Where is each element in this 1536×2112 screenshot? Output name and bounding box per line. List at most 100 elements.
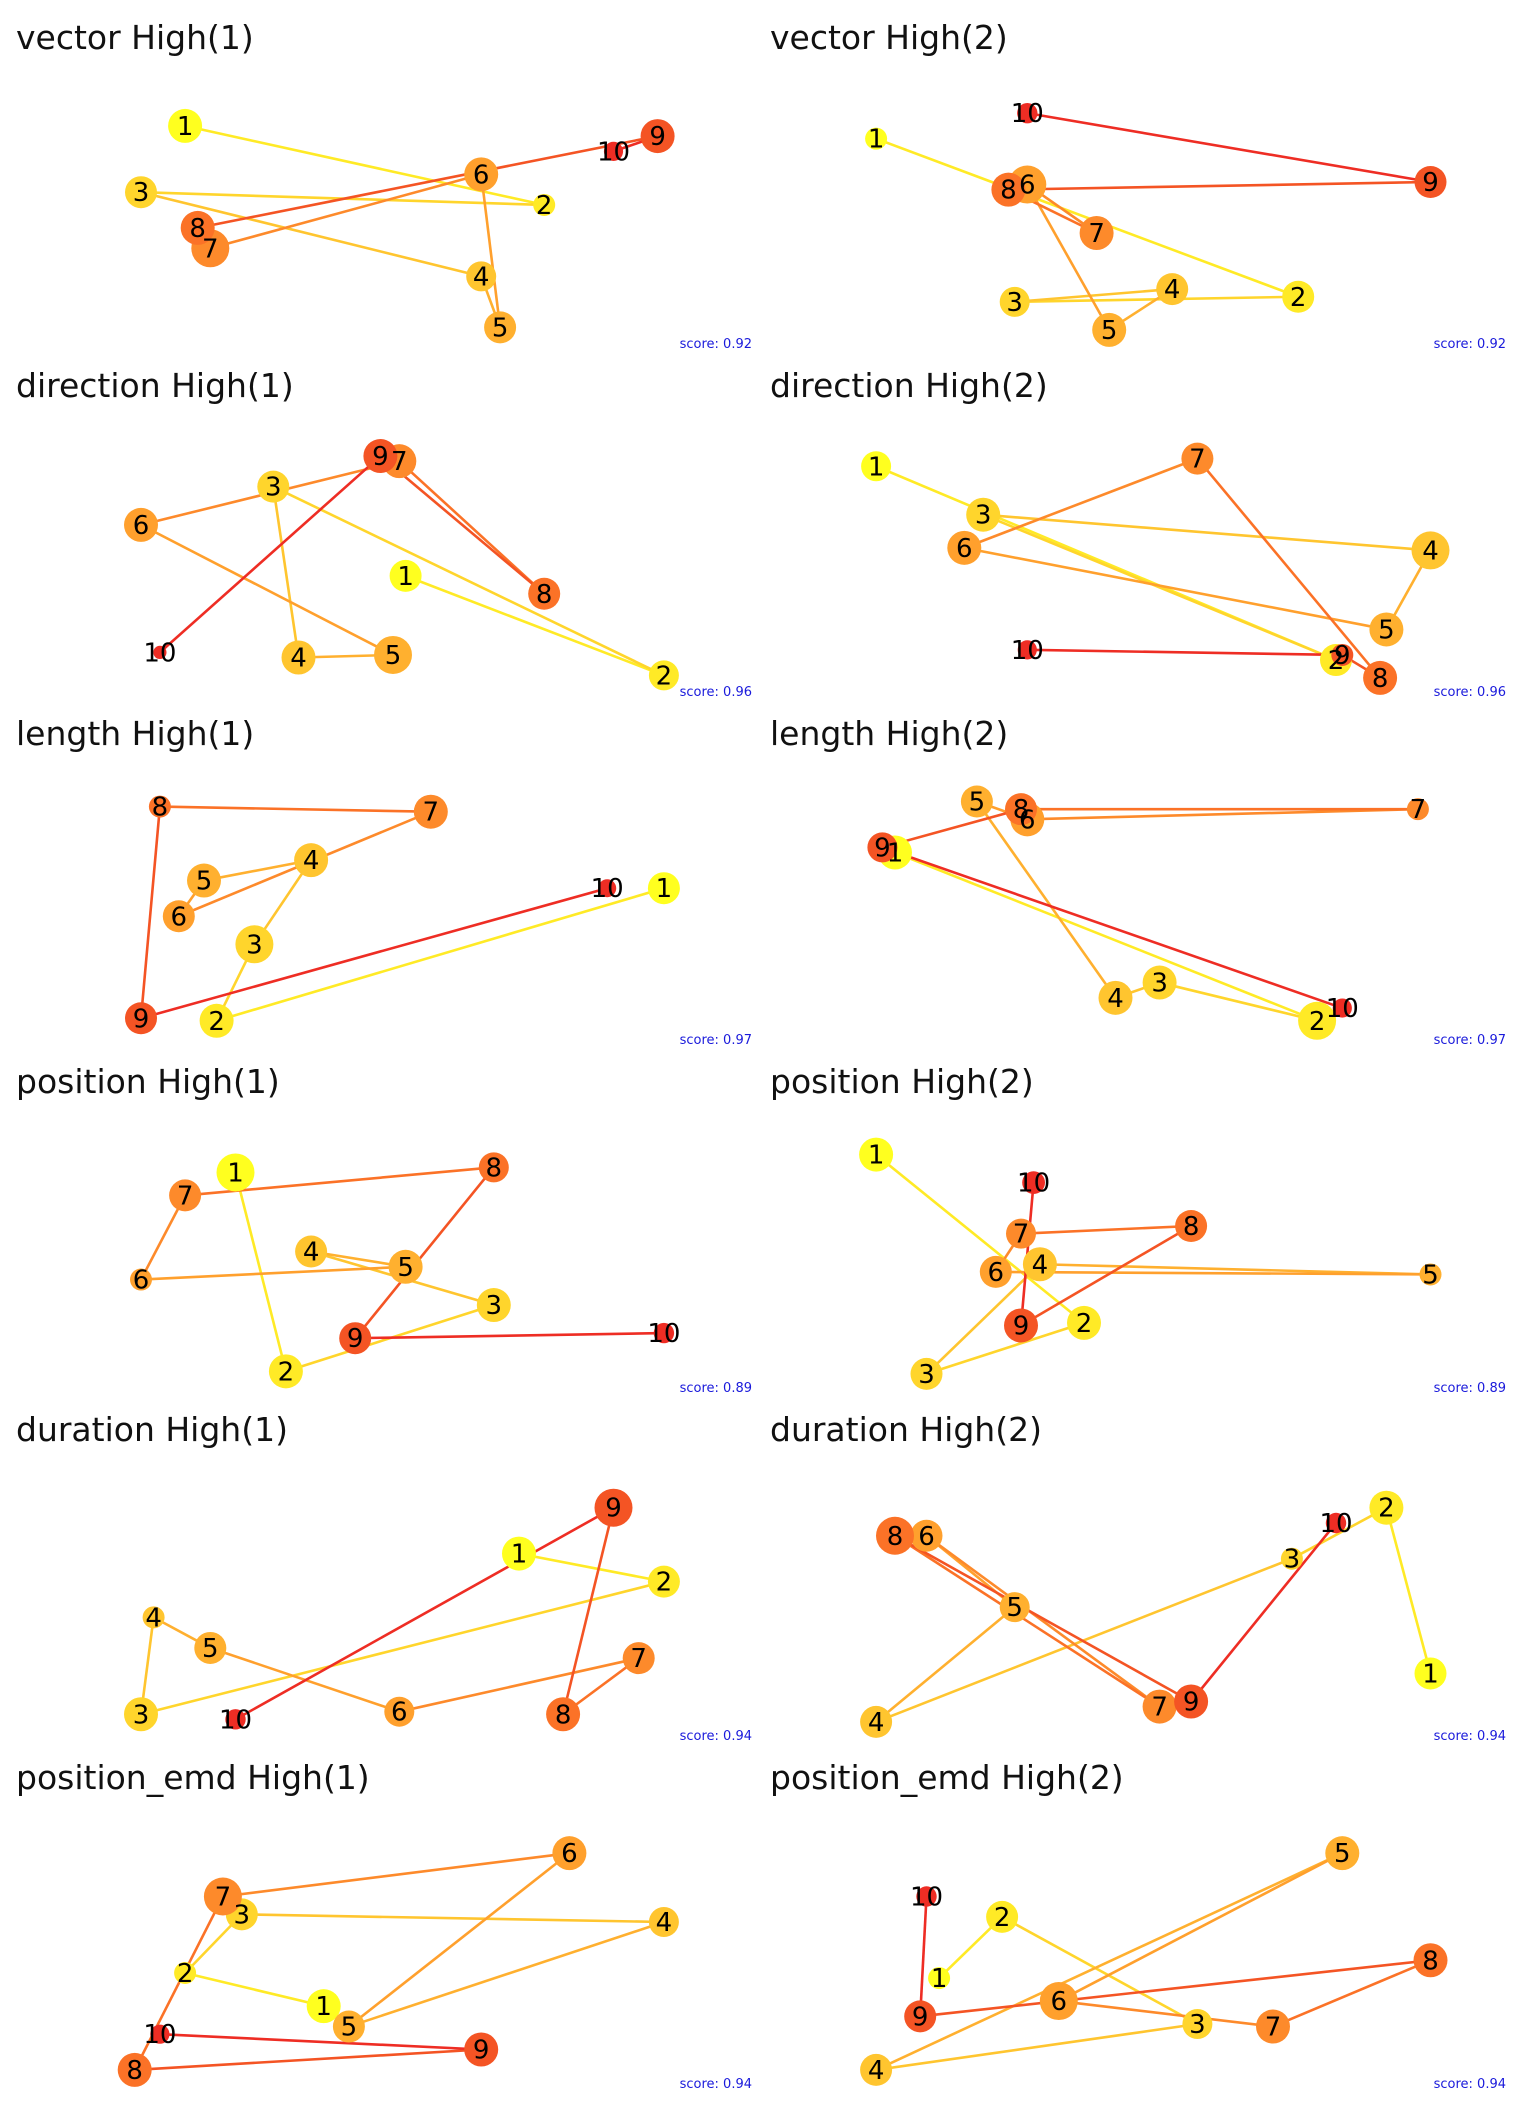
point-label: 1	[931, 1964, 948, 1994]
path-segment	[139, 806, 162, 1019]
point-label: 1	[868, 125, 885, 155]
path-segment	[159, 805, 431, 813]
fixation-point	[124, 1697, 158, 1732]
fixation-point	[1325, 1512, 1347, 1534]
fixation-point	[464, 157, 499, 192]
panel-title: position High(2)	[770, 1062, 1034, 1101]
path-segment	[975, 800, 1117, 999]
path-segment	[995, 1270, 1431, 1276]
point-label: 6	[561, 1839, 578, 1869]
path-segment	[982, 513, 1337, 662]
fixation-point	[1142, 1689, 1177, 1724]
path-segment	[925, 1263, 1041, 1375]
fixation-point	[268, 1354, 303, 1389]
fixation-point	[478, 1152, 509, 1183]
point-label: 2	[656, 661, 673, 691]
fixation-point	[1181, 442, 1214, 475]
fixation-point	[1175, 1210, 1208, 1242]
path-segment	[140, 886, 608, 1020]
path-segment	[875, 137, 1299, 298]
fixation-point	[1298, 1001, 1337, 1040]
path-segment	[926, 1321, 1085, 1376]
path-segment	[1196, 457, 1382, 679]
path-segment	[133, 1895, 225, 2071]
point-label: 7	[1189, 445, 1206, 475]
path-segment	[405, 574, 665, 677]
fixation-point	[603, 141, 624, 161]
path-segment	[1190, 1522, 1338, 1703]
score-label: score: 0.96	[679, 685, 752, 700]
point-label: 6	[1019, 805, 1036, 835]
point-label: 5	[969, 788, 986, 818]
fixation-point	[910, 1357, 943, 1390]
point-label: 10	[647, 1319, 680, 1349]
path-segment	[197, 134, 658, 230]
fixation-point	[960, 785, 993, 818]
fixation-point	[598, 879, 617, 898]
path-segment	[518, 1552, 665, 1583]
point-label: 5	[1378, 615, 1395, 645]
path-segment	[203, 858, 312, 882]
fixation-point	[1022, 1171, 1045, 1195]
path-segment	[272, 485, 665, 677]
fixation-point	[502, 1536, 536, 1571]
path-segment	[379, 455, 546, 595]
fixation-point	[125, 176, 157, 209]
fixation-point	[216, 1153, 255, 1192]
fixation-point	[1325, 1836, 1360, 1871]
path-segment	[894, 1534, 1192, 1703]
path-segment	[140, 523, 394, 657]
panel-title: vector High(2)	[770, 18, 1008, 57]
point-label: 10	[910, 1883, 943, 1913]
point-label: 3	[1006, 288, 1023, 318]
fixation-point	[374, 635, 412, 674]
point-label: 7	[215, 1883, 232, 1913]
path-segment	[348, 1920, 665, 2028]
path-segment	[159, 2032, 482, 2051]
point-label: 8	[1013, 795, 1030, 825]
path-segment	[1058, 1999, 1274, 2028]
path-segment	[234, 1172, 288, 1372]
point-label: 8	[486, 1153, 503, 1183]
path-segment	[925, 1534, 1161, 1708]
fixation-point	[130, 1268, 152, 1291]
fixation-point	[859, 1137, 894, 1172]
fixation-point	[295, 1235, 328, 1268]
fixation-point	[1174, 1684, 1209, 1719]
path-segment	[1026, 183, 1111, 331]
fixation-point	[413, 794, 448, 829]
fixation-point	[966, 497, 1001, 532]
point-label: 3	[133, 178, 150, 208]
fixation-point	[203, 1877, 242, 1916]
path-segment	[894, 1534, 1161, 1708]
point-label: 8	[555, 1700, 572, 1730]
fixation-point	[1039, 1982, 1078, 2021]
fixation-point	[647, 872, 680, 905]
fixation-point	[1017, 640, 1037, 660]
score-label: score: 0.89	[1433, 1381, 1506, 1396]
fixation-point	[150, 2024, 170, 2044]
score-label: score: 0.89	[679, 1381, 752, 1396]
point-label: 3	[486, 1291, 503, 1321]
point-label: 7	[423, 798, 440, 828]
path-segment	[1039, 1262, 1431, 1276]
path-segment	[159, 455, 382, 654]
path-segment	[1027, 648, 1343, 657]
fixation-point	[1331, 643, 1354, 666]
point-label: 3	[918, 1360, 935, 1390]
point-label: 5	[1422, 1260, 1439, 1290]
path-segment	[140, 190, 482, 278]
point-label: 2	[994, 1903, 1011, 1933]
point-label: 1	[868, 452, 885, 482]
point-label: 10	[1319, 1509, 1352, 1539]
fixation-point	[1079, 216, 1114, 250]
fixation-point	[332, 2010, 365, 2043]
point-label: 4	[1422, 536, 1439, 566]
